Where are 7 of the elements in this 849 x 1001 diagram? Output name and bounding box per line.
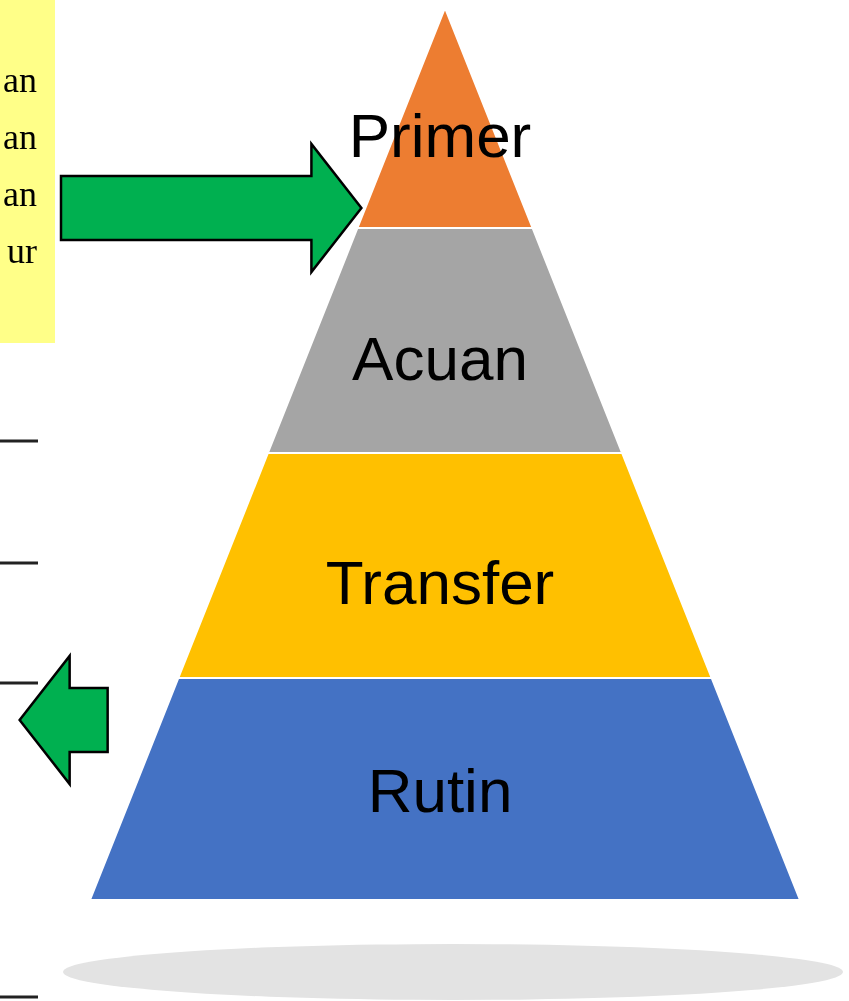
note-text: an an an ur [2,59,37,273]
level-label: Transfer [325,548,555,617]
block-arrow [59,140,363,276]
level-label: Rutin [367,756,513,825]
note-panel [0,0,55,343]
level-label: Acuan [352,324,528,393]
block-arrow [18,652,109,788]
